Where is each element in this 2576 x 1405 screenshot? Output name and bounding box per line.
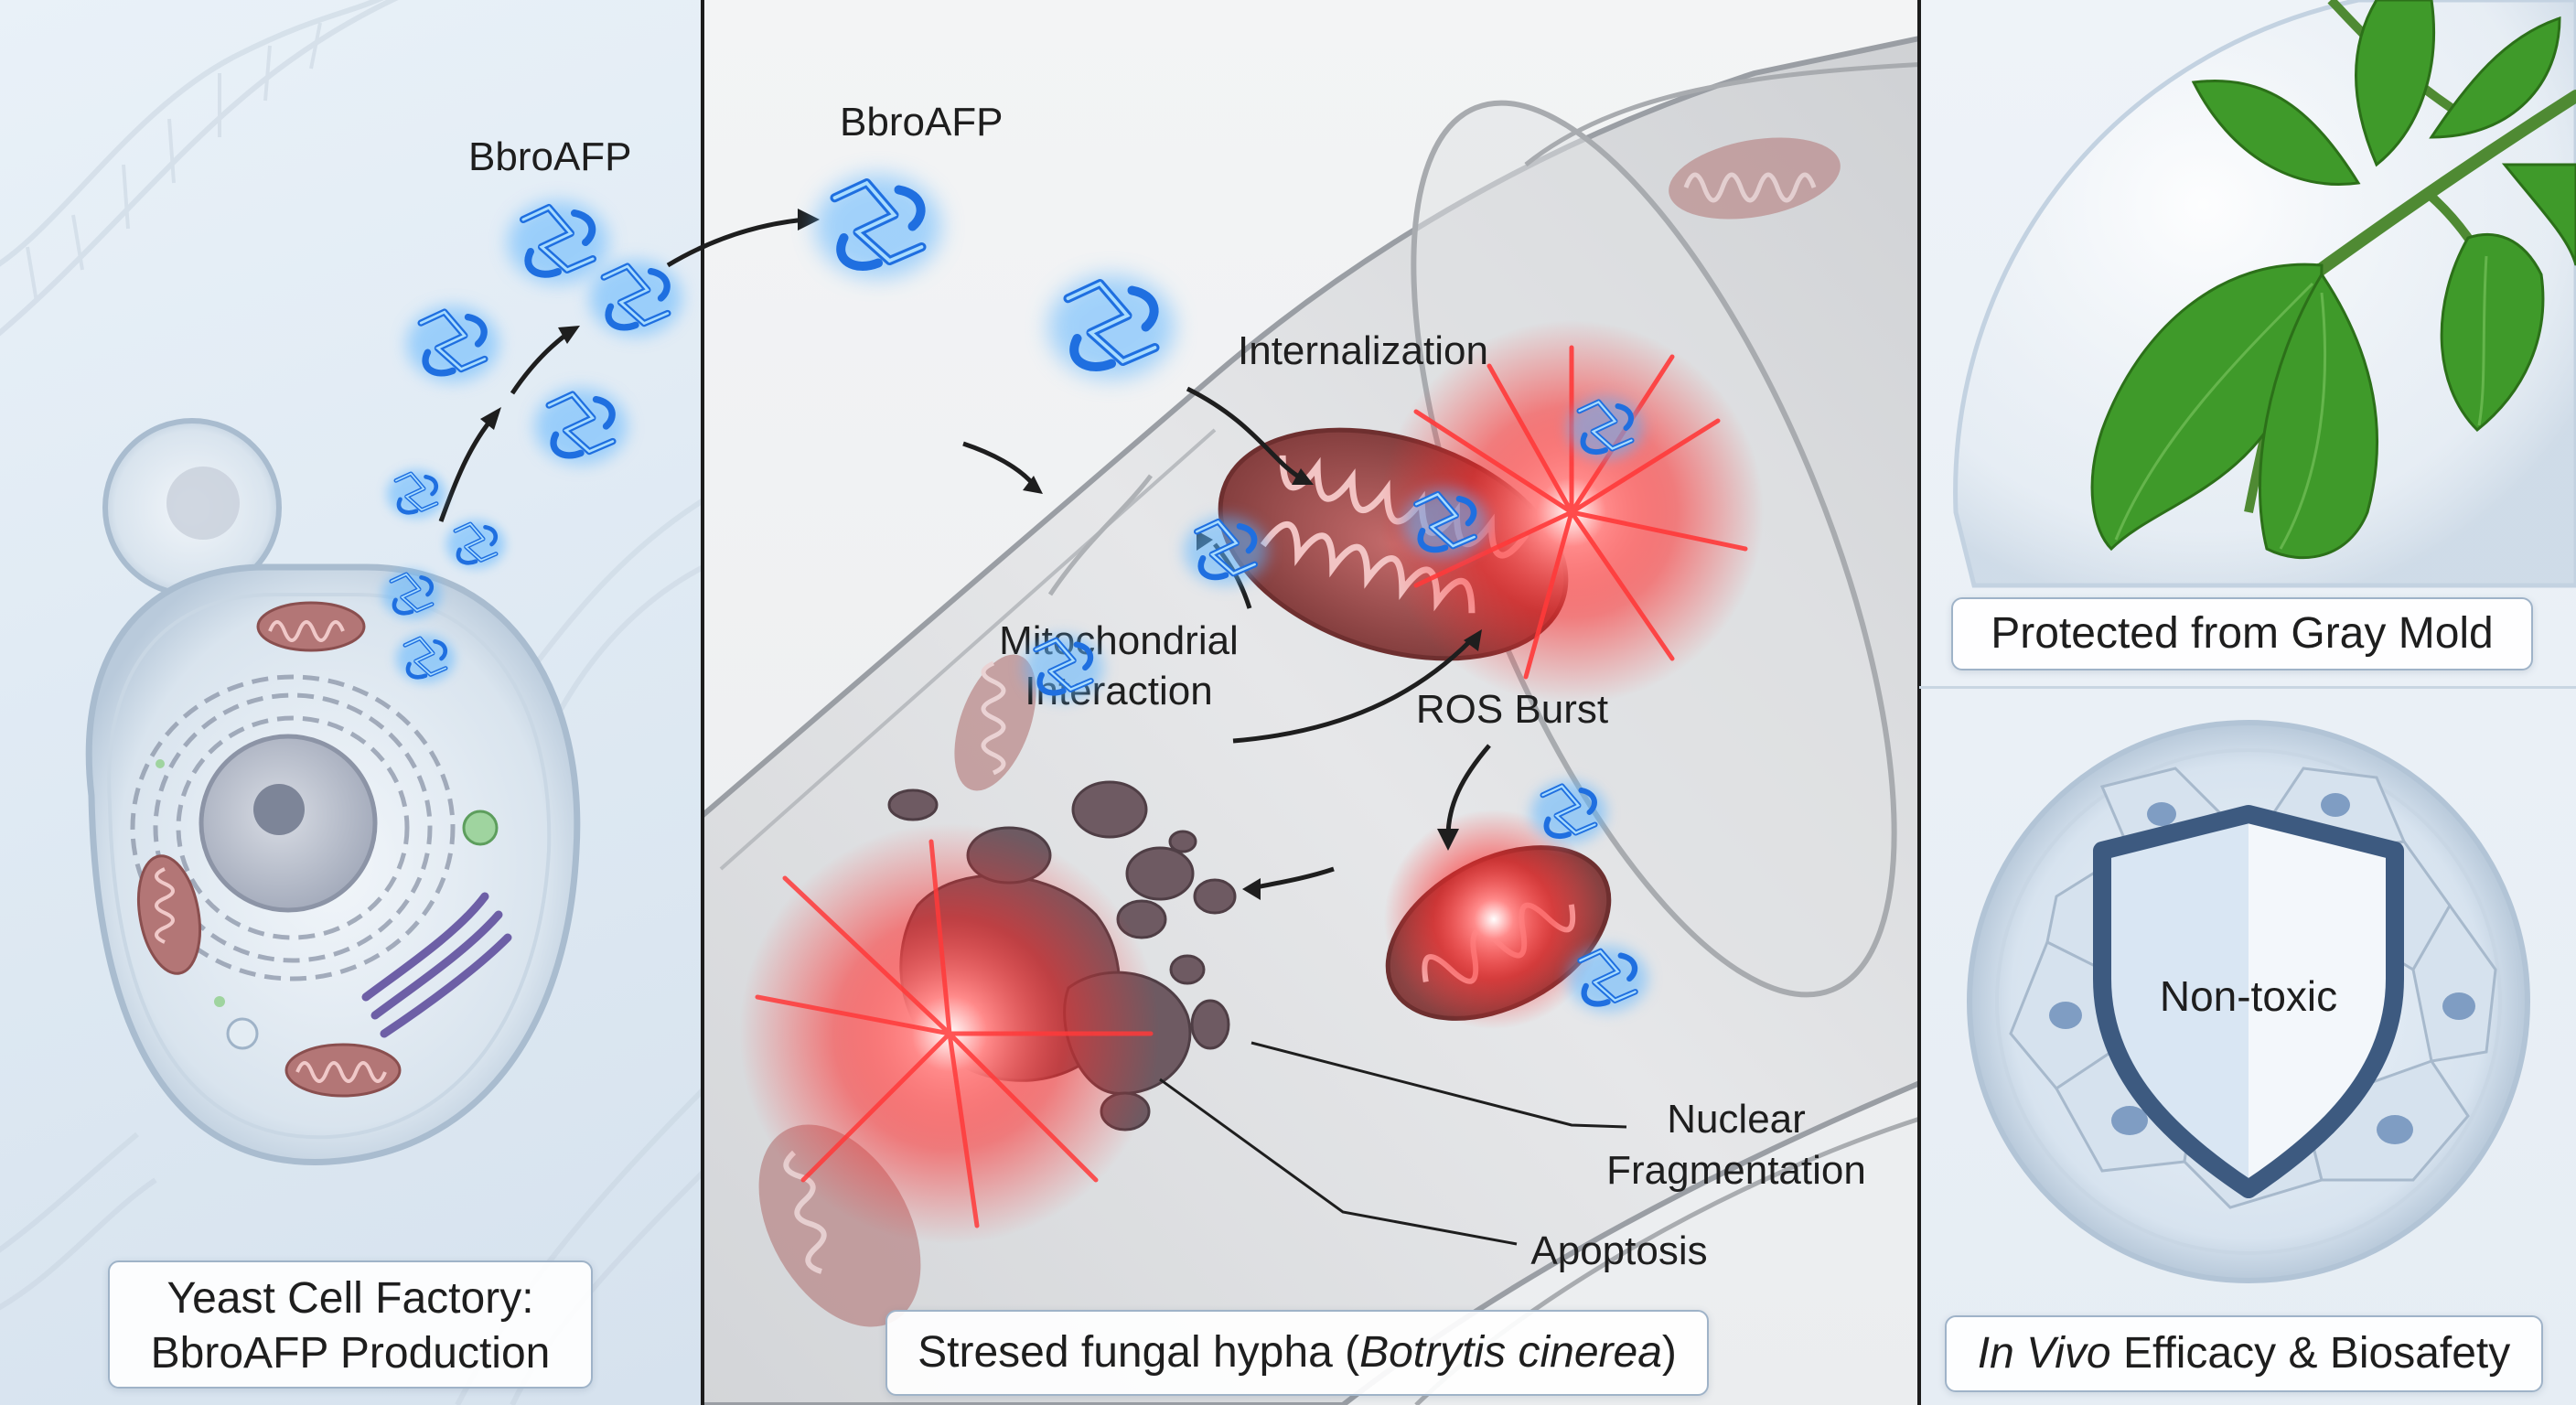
- caption-efficacy-biosafety: In Vivo Efficacy & Biosafety: [1945, 1315, 2543, 1392]
- mitochondrion-icon: [137, 854, 201, 975]
- mitochondrial-label-line2: Interaction: [1025, 669, 1212, 713]
- explosion-icon: [1384, 810, 1604, 1029]
- shield-icon: [2093, 805, 2404, 1198]
- panel-divider-horizontal: [1919, 686, 2576, 689]
- mitochondrion-icon: [1669, 137, 1841, 220]
- mitochondrion-icon: [954, 654, 1036, 791]
- nuclear-label-line1: Nuclear: [1667, 1097, 1806, 1142]
- caption-left-line2: BbroAFP Production: [150, 1329, 551, 1378]
- secretion-arrow: [510, 332, 569, 395]
- caption-mid-species: Botrytis cinerea: [1359, 1328, 1662, 1377]
- mitochondrial-label-line1: Mitochondrial: [999, 618, 1239, 663]
- ros-burst-label: ROS Burst: [1416, 687, 1608, 732]
- caption-in-vivo: In Vivo: [1977, 1329, 2111, 1378]
- efficacy-illustration: Non-toxic: [1953, 0, 2576, 1283]
- panel-divider-right: [1917, 0, 1921, 1405]
- yeast-factory-illustration: [0, 0, 703, 1405]
- apoptosis-label: Apoptosis: [1530, 1228, 1707, 1273]
- internalization-label: Internalization: [1238, 328, 1488, 373]
- dna-helix-icon: [0, 1132, 157, 1311]
- caption-fungal-hypha: Stresed fungal hypha (Botrytis cinerea): [886, 1310, 1709, 1396]
- leaf-icon: [2090, 0, 2576, 560]
- panel-efficacy: Non-toxic: [1919, 0, 2576, 1405]
- caption-mid-prefix: Stresed fungal hypha (: [918, 1328, 1360, 1377]
- caption-left-line1: Yeast Cell Factory:: [166, 1274, 534, 1323]
- secretion-arrow: [438, 414, 496, 522]
- panel-yeast-factory: [0, 0, 703, 1405]
- caption-mid-suffix: ): [1661, 1328, 1677, 1377]
- caption-efficacy-rest: Efficacy & Biosafety: [2110, 1329, 2511, 1378]
- non-toxic-label: Non-toxic: [2160, 972, 2337, 1020]
- panel-divider-left: [701, 0, 704, 1405]
- leader-lines: [1159, 1041, 1627, 1246]
- yeast-cell-icon: [85, 418, 581, 1165]
- mitochondrion-icon: [284, 1043, 402, 1098]
- explosion-icon: [1379, 320, 1764, 704]
- mitochondrion-icon: [256, 601, 366, 652]
- nuclear-label-line2: Fragmentation: [1606, 1148, 1866, 1193]
- caption-yeast-factory: Yeast Cell Factory: BbroAFP Production: [108, 1260, 593, 1389]
- panel-fungal-hypha: BbroAFP Internalization Mitochondrial In…: [703, 0, 1919, 1405]
- explosion-icon: [739, 823, 1160, 1244]
- hypha-illustration: BbroAFP Internalization Mitochondrial In…: [703, 36, 1919, 1405]
- caption-gray-mold: Protected from Gray Mold: [1951, 597, 2533, 670]
- bbroafp-label-mid: BbroAFP: [840, 100, 1004, 145]
- dna-helix-icon: [0, 0, 399, 337]
